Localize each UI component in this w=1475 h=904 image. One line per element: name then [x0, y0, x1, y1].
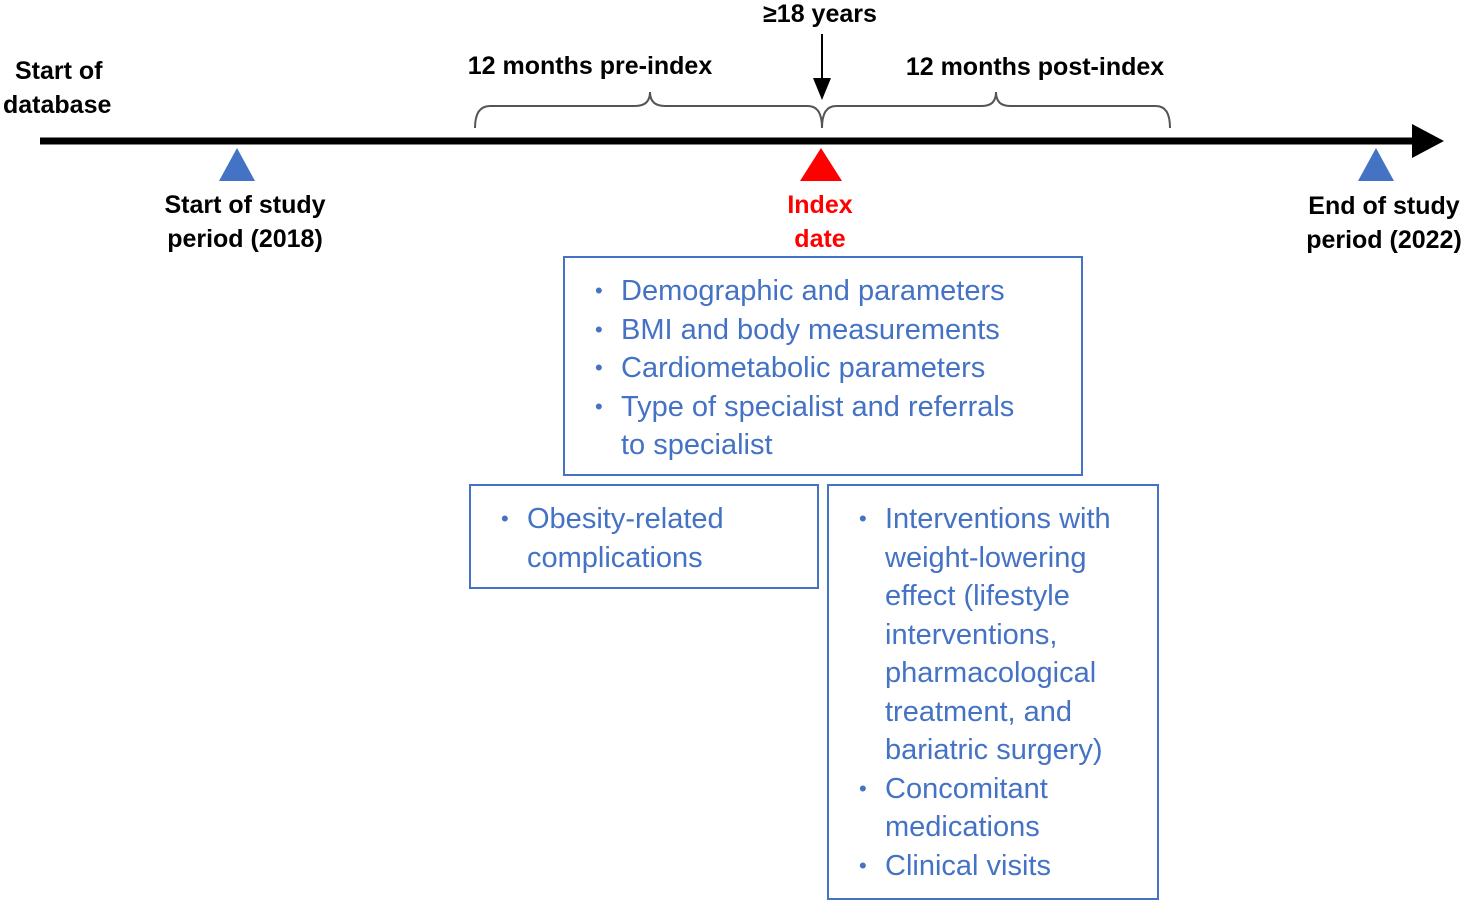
- end-of-study-label: End of study period (2022): [1306, 192, 1462, 254]
- pre-index-brace: [474, 91, 823, 129]
- list-item: •BMI and body measurements: [595, 313, 1000, 346]
- start-study-marker: [219, 148, 255, 181]
- age-label: ≥18 years: [763, 0, 877, 28]
- list-item: • Interventions with weight-lowering eff…: [859, 503, 1111, 766]
- pre-index-label: 12 months pre-index: [467, 52, 713, 80]
- post-index-label: 12 months post-index: [905, 53, 1165, 81]
- list-item: •Demographic and parameters: [595, 275, 1005, 307]
- index-measures-box: •Demographic and parameters •BMI and bod…: [563, 256, 1083, 476]
- timeline-arrowhead: [1412, 124, 1444, 158]
- index-date-marker: [800, 148, 842, 181]
- start-of-database-label: Start of database: [3, 57, 112, 119]
- post-index-box: • Interventions with weight-lowering eff…: [827, 484, 1159, 900]
- list-item: •Cardiometabolic parameters: [595, 352, 986, 384]
- end-study-marker: [1358, 148, 1394, 181]
- list-item: •Clinical visits: [859, 849, 1051, 882]
- post-index-brace: [821, 91, 1171, 129]
- start-of-study-label: Start of study period (2018): [164, 191, 326, 253]
- index-date-label: Index date: [787, 191, 853, 253]
- age-arrow-head: [813, 78, 831, 100]
